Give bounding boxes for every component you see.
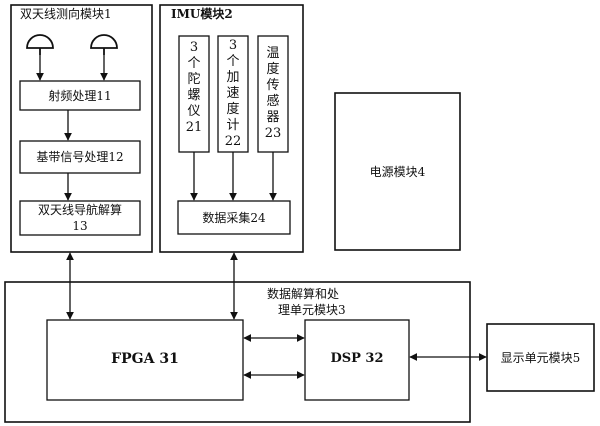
display-label: 显示单元模块5 xyxy=(500,351,581,365)
antenna-right-icon xyxy=(90,34,118,55)
dsp-box xyxy=(304,319,410,401)
antenna-left-icon xyxy=(26,34,54,55)
fpga-box xyxy=(46,319,244,401)
imu-module-box xyxy=(159,4,304,253)
power-module-box xyxy=(334,92,461,251)
accel-label: 3个加速度计22 xyxy=(224,38,242,149)
baseband-box xyxy=(19,140,141,174)
processing-title-line1: 数据解算和处 xyxy=(267,287,340,301)
temp-label: 温度传感器23 xyxy=(264,46,282,141)
dual-antenna-module-box xyxy=(10,4,153,253)
dual-antenna-title: 双天线测向模块1 xyxy=(20,7,112,21)
acquisition-box xyxy=(177,200,291,235)
nav-solution-label-line1: 双天线导航解算 xyxy=(37,203,122,217)
dsp-label: DSP 32 xyxy=(330,351,384,366)
power-label: 电源模块4 xyxy=(369,165,426,179)
nav-solution-label-line2: 13 xyxy=(72,219,88,233)
acquisition-label: 数据采集24 xyxy=(202,211,266,225)
processing-title-line2: 理单元模块3 xyxy=(278,303,346,317)
gyro-label: 3个陀螺仪21 xyxy=(185,40,203,135)
rf-box xyxy=(19,80,141,111)
fpga-label: FPGA 31 xyxy=(111,351,179,367)
display-module-box xyxy=(486,323,595,392)
nav-solution-box xyxy=(19,200,141,236)
imu-title: IMU模块2 xyxy=(171,7,233,21)
rf-label: 射频处理11 xyxy=(48,89,112,103)
baseband-label: 基带信号处理12 xyxy=(36,150,124,164)
